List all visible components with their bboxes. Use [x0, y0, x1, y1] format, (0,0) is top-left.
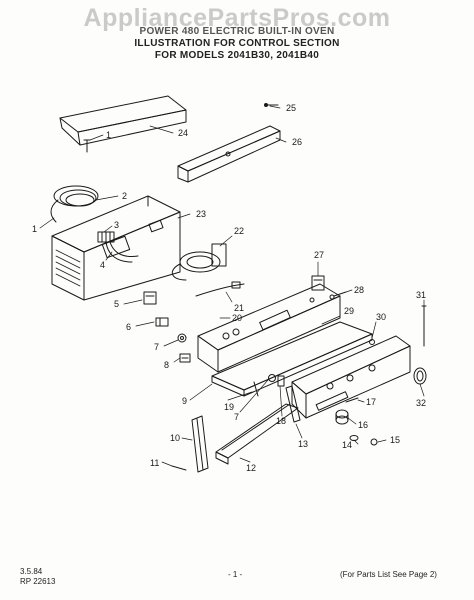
part-4-wire-leads: [105, 241, 139, 263]
callout-24: 24: [178, 128, 188, 138]
callout-19: 19: [224, 402, 234, 412]
title-line-1: POWER 480 ELECTRIC BUILT-IN OVEN: [139, 26, 335, 37]
callout-6: 6: [126, 322, 131, 332]
callout-30: 30: [376, 312, 386, 322]
callout-27: 27: [314, 250, 324, 260]
callout-labels: 1 24 25 26 2 1 3 4 23 22 21 20 5 6 7 8 9…: [32, 103, 426, 473]
part-20-control-panel: [197, 283, 341, 373]
callout-2: 2: [122, 191, 127, 201]
callout-29: 29: [344, 306, 354, 316]
part-2-wire-harness: [50, 185, 99, 223]
callout-18: 18: [276, 416, 286, 426]
part-7-nut: [177, 333, 187, 343]
part-7-nut-second: [268, 374, 276, 382]
callout-12: 12: [246, 463, 256, 473]
part-5-switch: [143, 291, 157, 305]
part-18-clip: [277, 375, 285, 387]
callout-21: 21: [234, 303, 244, 313]
part-27-bracket: [311, 275, 325, 291]
callout-15: 15: [390, 435, 400, 445]
part-12-lower-trim: [215, 403, 299, 465]
callout-25: 25: [286, 103, 296, 113]
part-17-spacer: [345, 397, 359, 403]
callout-7-middle: 7: [234, 412, 239, 422]
leader-lines: [39, 105, 425, 467]
part-11-screw: [171, 465, 187, 471]
part-15-nut: [370, 438, 378, 446]
part-3-terminal-block: [97, 231, 115, 243]
part-10-side-trim: [191, 415, 209, 473]
callout-7-left: 7: [154, 342, 159, 352]
callout-9: 9: [182, 396, 187, 406]
callout-4: 4: [100, 260, 105, 270]
callout-17: 17: [366, 397, 376, 407]
part-1-screw-top: [83, 139, 91, 153]
part-32-end-cap: [413, 367, 427, 385]
callout-26: 26: [292, 137, 302, 147]
footer-page-number: - 1 -: [228, 570, 243, 579]
callout-31: 31: [416, 290, 426, 300]
footer-parts-note: (For Parts List See Page 2): [340, 570, 437, 579]
callout-28: 28: [354, 285, 364, 295]
callout-22: 22: [234, 226, 244, 236]
callout-1-left: 1: [32, 224, 37, 234]
callout-3: 3: [114, 220, 119, 230]
callout-1-top: 1: [106, 130, 111, 140]
title-line-2: ILLUSTRATION FOR CONTROL SECTION: [134, 38, 340, 49]
title-line-3: FOR MODELS 2041B30, 2041B40: [154, 50, 320, 61]
callout-5: 5: [114, 299, 119, 309]
part-26-rear-trim: [177, 125, 281, 183]
callout-32: 32: [416, 398, 426, 408]
part-19-screw: [253, 381, 259, 397]
callout-13: 13: [298, 439, 308, 449]
callout-23: 23: [196, 209, 206, 219]
callout-8: 8: [164, 360, 169, 370]
part-29-face-panel: [291, 335, 411, 419]
footer-code: RP 22613: [20, 577, 56, 586]
part-16-knob: [335, 409, 349, 425]
callout-14: 14: [342, 440, 352, 450]
footer-date: 3.5.84: [20, 567, 43, 576]
callout-11: 11: [150, 458, 159, 468]
callout-10: 10: [170, 433, 180, 443]
part-13-trim-strip: [285, 385, 301, 423]
part-22-clock-motor: [171, 243, 227, 281]
callout-16: 16: [358, 420, 368, 430]
part-30-screw: [369, 339, 375, 345]
part-28-screw: [329, 291, 347, 300]
part-14-washer: [349, 435, 359, 441]
part-25-screw: [264, 103, 279, 107]
part-6-bracket: [155, 317, 169, 327]
part-31-rod: [421, 305, 427, 347]
part-21-wire-lead: [195, 281, 245, 297]
callout-20: 20: [232, 313, 242, 323]
part-24-top-trim: [59, 95, 187, 146]
part-8-knob: [179, 353, 191, 363]
part-23-control-box: [51, 195, 181, 301]
